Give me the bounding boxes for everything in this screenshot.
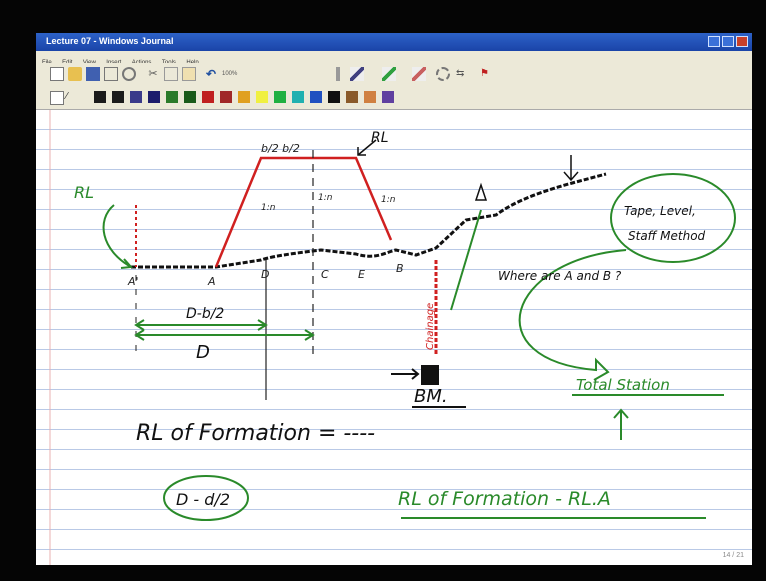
point-aprime-label: A' (127, 275, 139, 288)
up-arrow (613, 408, 629, 440)
rl-top-arrow (357, 139, 377, 156)
color-swatch[interactable] (112, 91, 124, 103)
color-swatch[interactable] (202, 91, 214, 103)
ground-arrow (563, 155, 579, 182)
insert-space-icon[interactable]: ⇆ (456, 68, 465, 79)
color-swatch[interactable] (346, 91, 358, 103)
slope-mid-label: 1:n (318, 193, 333, 203)
staff-method-label: Staff Method (628, 229, 706, 243)
ground-profile (131, 172, 607, 269)
color-swatch[interactable] (148, 91, 160, 103)
rl-top-label: RL (371, 130, 389, 146)
ink-layer: RL RL b/2 b/2 1:n 1:n 1:n A' A D C E B D… (49, 110, 736, 565)
bm-arrow (391, 368, 420, 380)
pen-icon[interactable] (350, 67, 364, 81)
save-icon[interactable] (86, 67, 100, 81)
window-title: Lecture 07 - Windows Journal (46, 36, 174, 46)
maximize-button[interactable] (722, 36, 734, 47)
formula-bracket (163, 475, 249, 521)
chainage-label: Chainage (425, 303, 436, 350)
rl-left-label: RL (74, 183, 94, 202)
open-folder-icon[interactable] (68, 67, 82, 81)
formula-label: D - d/2 (176, 490, 230, 509)
method-ellipse (610, 173, 736, 263)
total-station-label: Total Station (576, 376, 670, 394)
lasso-select-icon[interactable] (436, 67, 450, 81)
print-icon[interactable] (104, 67, 118, 81)
eraser-icon[interactable] (412, 67, 426, 81)
total-station-curve (518, 249, 627, 381)
cut-icon[interactable]: ✂ (148, 68, 158, 80)
question-label: Where are A and B ? (498, 269, 622, 283)
find-icon[interactable] (122, 67, 136, 81)
highlighter-icon[interactable] (382, 67, 396, 81)
point-d-label: D (261, 268, 269, 281)
color-swatch[interactable] (292, 91, 304, 103)
bm-to-ground-line (450, 209, 482, 311)
width-label: b/2 b/2 (261, 142, 300, 155)
zoom-selector[interactable]: 100% (222, 71, 238, 77)
embankment-outline (214, 156, 393, 268)
flag-icon[interactable]: ⚑ (480, 68, 489, 79)
color-swatch[interactable] (94, 91, 106, 103)
dim-d-label: D (196, 342, 210, 363)
rl-formation-label: RL of Formation = ---- (136, 421, 375, 446)
standard-toolbar: ✂ ↶ 100% ⇆ ⚑ (36, 63, 752, 85)
note-page[interactable]: RL RL b/2 b/2 1:n 1:n 1:n A' A D C E B D… (36, 110, 752, 565)
page-number: 14 / 21 (722, 552, 744, 559)
color-swatch[interactable] (130, 91, 142, 103)
close-button[interactable] (736, 36, 748, 47)
rl-arrow (102, 204, 134, 269)
point-e-label: E (358, 268, 365, 281)
color-swatch[interactable] (166, 91, 178, 103)
pen-tool-icon[interactable]: ∕ (66, 91, 68, 102)
dim-d-half-label: D-b/2 (186, 306, 224, 322)
color-swatch[interactable] (382, 91, 394, 103)
dim-d-half-arrow (134, 319, 268, 331)
journal-window: Lecture 07 - Windows Journal File Edit V… (36, 33, 752, 565)
color-swatch[interactable] (328, 91, 340, 103)
paste-icon[interactable] (182, 67, 196, 81)
color-swatch[interactable] (220, 91, 232, 103)
color-swatch[interactable] (256, 91, 268, 103)
copy-icon[interactable] (164, 67, 178, 81)
dim-d-arrow (134, 329, 315, 341)
rl-formation2-label: RL of Formation - RL.A (398, 488, 611, 510)
flag-marker (474, 182, 488, 201)
point-a-label: A (207, 275, 216, 288)
color-swatch[interactable] (274, 91, 286, 103)
toolbar-divider (336, 67, 340, 81)
point-c-label: C (321, 268, 329, 281)
title-bar: Lecture 07 - Windows Journal (36, 33, 752, 51)
color-swatch[interactable] (184, 91, 196, 103)
minimize-button[interactable] (708, 36, 720, 47)
bm-block (421, 365, 439, 385)
slope-left-label: 1:n (261, 203, 276, 213)
menu-bar: File Edit View Insert Actions Tools Help (36, 51, 752, 66)
color-swatch[interactable] (310, 91, 322, 103)
slope-right-label: 1:n (381, 195, 396, 205)
select-tool-icon[interactable] (50, 91, 64, 105)
bm-label: BM. (414, 386, 448, 407)
new-note-icon[interactable] (50, 67, 64, 81)
tape-level-label: Tape, Level, (624, 204, 696, 218)
color-swatch[interactable] (364, 91, 376, 103)
color-swatch[interactable] (238, 91, 250, 103)
pen-color-toolbar: ∕ (36, 85, 752, 110)
undo-icon[interactable]: ↶ (206, 67, 217, 81)
point-b-label: B (396, 262, 404, 275)
